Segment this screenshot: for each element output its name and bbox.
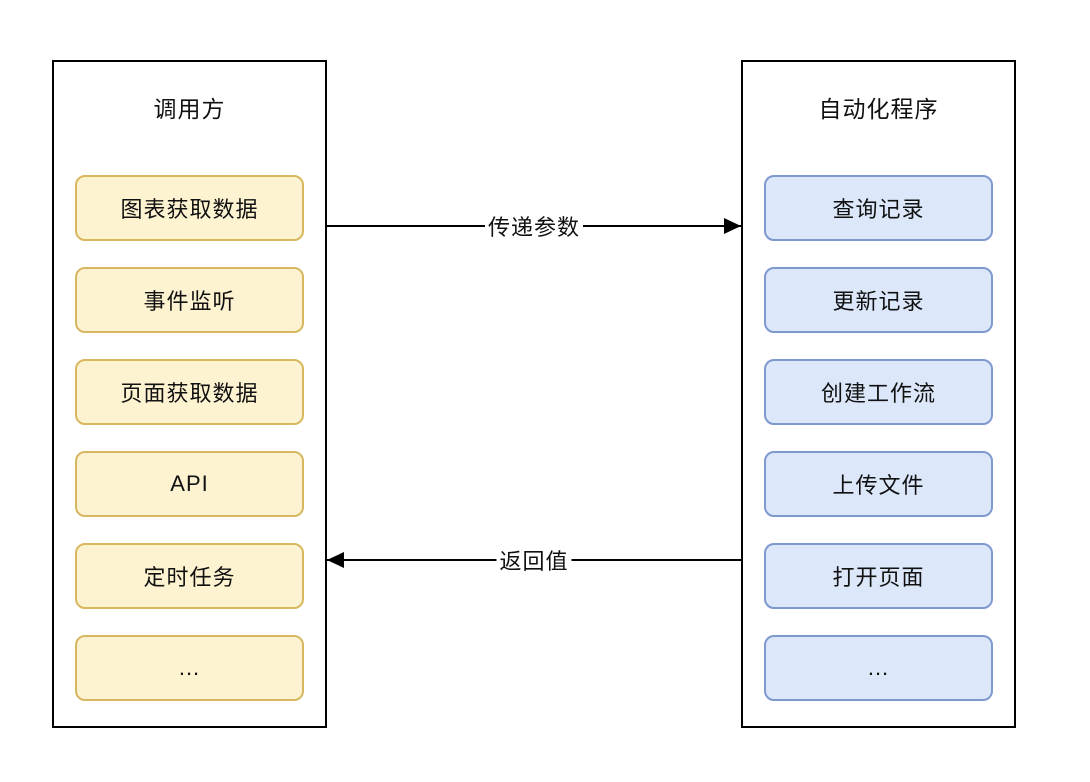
automation-panel: 自动化程序 查询记录 更新记录 创建工作流 上传文件 打开页面 ... (741, 60, 1016, 728)
automation-item-list: 查询记录 更新记录 创建工作流 上传文件 打开页面 ... (764, 175, 993, 701)
caller-item-event-listener: 事件监听 (75, 267, 304, 333)
arrowhead-right-icon (724, 218, 741, 234)
automation-item-query-records: 查询记录 (764, 175, 993, 241)
caller-item-api: API (75, 451, 304, 517)
arrow-pass-params: 传递参数 (327, 210, 741, 242)
automation-item-upload-file: 上传文件 (764, 451, 993, 517)
caller-item-page-get-data: 页面获取数据 (75, 359, 304, 425)
caller-item-chart-get-data: 图表获取数据 (75, 175, 304, 241)
caller-item-list: 图表获取数据 事件监听 页面获取数据 API 定时任务 ... (75, 175, 304, 701)
caller-panel: 调用方 图表获取数据 事件监听 页面获取数据 API 定时任务 ... (52, 60, 327, 728)
arrow-return-value-label: 返回值 (496, 544, 572, 576)
arrow-pass-params-label: 传递参数 (484, 210, 584, 242)
caller-item-ellipsis: ... (75, 635, 304, 701)
automation-item-open-page: 打开页面 (764, 543, 993, 609)
arrowhead-left-icon (327, 552, 344, 568)
automation-item-ellipsis: ... (764, 635, 993, 701)
arrow-return-value: 返回值 (327, 544, 741, 576)
automation-item-create-workflow: 创建工作流 (764, 359, 993, 425)
automation-item-update-records: 更新记录 (764, 267, 993, 333)
automation-panel-title: 自动化程序 (818, 96, 939, 122)
caller-panel-title: 调用方 (153, 96, 226, 122)
caller-item-scheduled-task: 定时任务 (75, 543, 304, 609)
